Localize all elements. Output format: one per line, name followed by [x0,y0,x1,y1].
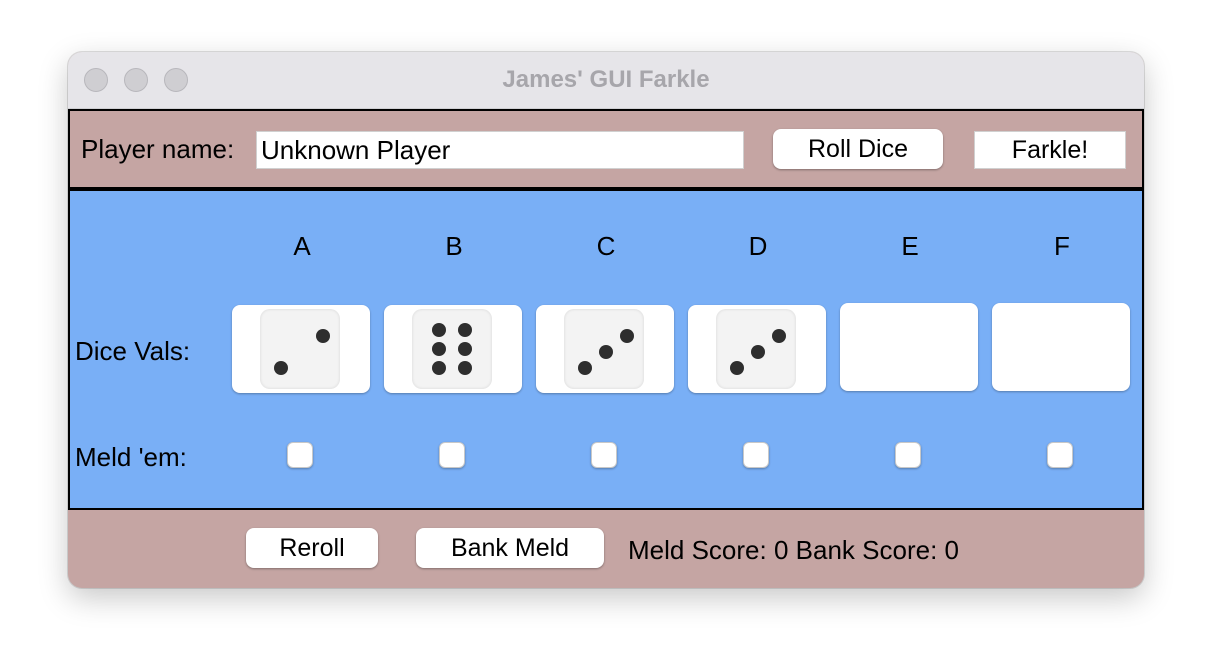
column-header-a: A [293,231,311,261]
column-header-f: F [1054,231,1070,261]
minimize-icon[interactable] [124,68,148,92]
title-bar: James' GUI Farkle [68,52,1144,109]
score-panel: Reroll Bank Meld Meld Score: 0 Bank Scor… [68,510,1144,588]
meld-checkbox-a[interactable] [287,442,313,468]
bank-meld-button[interactable]: Bank Meld [416,528,604,568]
meld-checkbox-f[interactable] [1047,442,1073,468]
farkle-button[interactable]: Farkle! [974,131,1126,169]
die-icon [260,309,340,389]
die-pip [432,361,446,375]
meld-checkbox-b[interactable] [439,442,465,468]
die-pip [620,329,634,343]
bank-score-label: Bank Score: [795,535,938,565]
dice-vals-label: Dice Vals: [75,336,191,366]
reroll-button[interactable]: Reroll [246,528,378,568]
column-header-d: D [748,231,768,261]
die-pip [432,323,446,337]
die-pip [578,361,592,375]
die-icon [564,309,644,389]
meld-score-value: 0 [773,535,789,565]
die-icon [412,309,492,389]
die-pip [751,345,765,359]
die-pip [458,342,472,356]
column-header-c: C [596,231,616,261]
player-name-label: Player name: [81,134,235,164]
panel-divider [68,189,1144,191]
die-button-a[interactable] [232,305,370,393]
die-pip [458,361,472,375]
die-pip [730,361,744,375]
die-button-c[interactable] [536,305,674,393]
die-button-e[interactable] [840,303,978,391]
meld-checkbox-d[interactable] [743,442,769,468]
bank-score-value: 0 [944,535,960,565]
column-header-e: E [901,231,919,261]
meld-checkbox-e[interactable] [895,442,921,468]
column-header-b: B [445,231,463,261]
die-pip [316,329,330,343]
die-button-f[interactable] [992,303,1130,391]
die-pip [772,329,786,343]
meld-checkbox-c[interactable] [591,442,617,468]
die-icon [716,309,796,389]
window-title: James' GUI Farkle [502,66,710,93]
close-icon[interactable] [84,68,108,92]
die-button-d[interactable] [688,305,826,393]
meld-score-label: Meld Score: [628,535,767,565]
die-pip [432,342,446,356]
player-panel: Player name: Roll Dice Farkle! [68,109,1144,189]
die-pip [274,361,288,375]
roll-dice-button[interactable]: Roll Dice [773,129,943,169]
dice-board: A B C D E F Dice Vals: Meld 'em: [68,191,1144,510]
die-pip [458,323,472,337]
meld-label: Meld 'em: [75,442,187,472]
score-readout: Meld Score: 0 Bank Score: 0 [628,535,959,566]
farkle-window: James' GUI Farkle Player name: Roll Dice… [68,52,1144,588]
die-button-b[interactable] [384,305,522,393]
zoom-icon[interactable] [164,68,188,92]
player-name-input[interactable] [256,131,744,169]
die-pip [599,345,613,359]
